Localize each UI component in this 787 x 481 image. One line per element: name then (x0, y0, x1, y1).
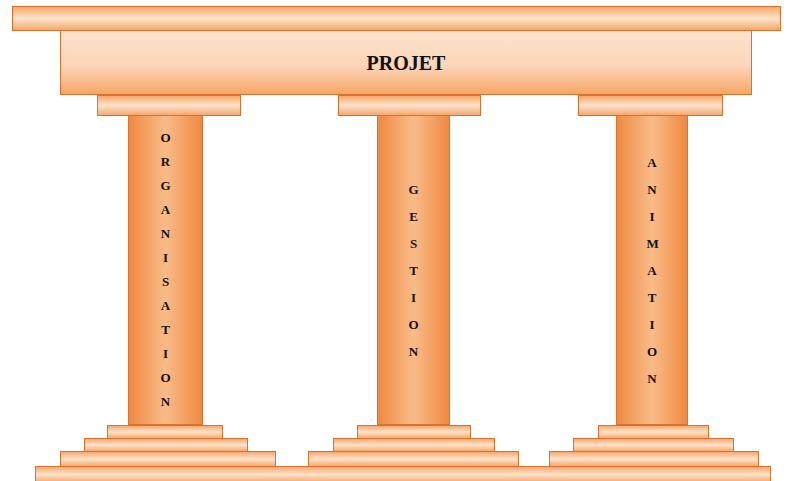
base-step (550, 452, 759, 467)
capital (579, 96, 723, 116)
pillar-label: ANIMATION (646, 149, 657, 392)
base-step (85, 439, 248, 452)
base-step (108, 426, 223, 439)
base-step (574, 439, 734, 452)
pillar-label: GESTION (408, 176, 419, 365)
pillar-box: ORGANISATION (128, 115, 203, 425)
roof-slab (13, 7, 781, 31)
ground-slab (36, 467, 771, 481)
roof-label: PROJET (367, 51, 446, 75)
entablature-box: PROJET (60, 30, 752, 95)
pillar-box: GESTION (377, 115, 450, 425)
base-step (599, 426, 709, 439)
capital (98, 96, 241, 116)
pillar-box: ANIMATION (616, 115, 688, 425)
base-step (334, 439, 495, 452)
capital (339, 96, 481, 116)
base-step (358, 426, 471, 439)
pillar-label: ORGANISATION (160, 126, 171, 414)
base-step (309, 452, 519, 467)
base-step (61, 452, 276, 467)
